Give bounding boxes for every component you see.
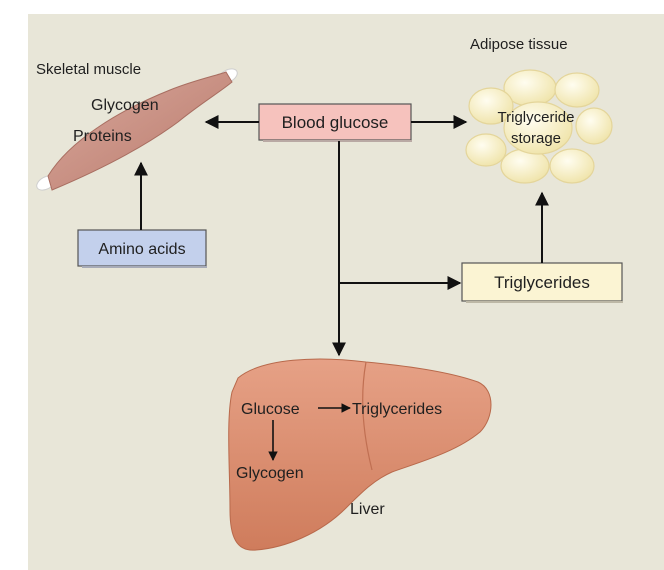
triglycerides-box-label: Triglycerides bbox=[494, 273, 590, 292]
liver-glucose-label: Glucose bbox=[241, 401, 300, 418]
adipose-tissue-illustration bbox=[465, 69, 613, 184]
blood-glucose-box bbox=[258, 103, 412, 141]
flow-arrows bbox=[134, 115, 549, 357]
muscle-glycogen-label: Glycogen bbox=[91, 97, 159, 114]
skeletal-muscle-label: Skeletal muscle bbox=[36, 61, 141, 78]
adipose-tissue-label: Adipose tissue bbox=[470, 36, 568, 53]
blood-glucose-label: Blood glucose bbox=[282, 113, 389, 132]
liver-glycogen-label: Glycogen bbox=[236, 465, 304, 482]
amino-acids-label: Amino acids bbox=[98, 241, 185, 258]
skeletal-muscle-illustration bbox=[36, 68, 238, 191]
liver-illustration bbox=[228, 358, 492, 551]
muscle-proteins-label: Proteins bbox=[73, 128, 132, 145]
liver-internal-arrows bbox=[268, 403, 351, 461]
triglyceride-storage-label-line2: storage bbox=[511, 130, 561, 147]
liver-triglycerides-label: Triglycerides bbox=[352, 401, 442, 418]
triglyceride-storage-label-line1: Triglyceride bbox=[498, 109, 575, 126]
liver-label: Liver bbox=[350, 501, 385, 518]
triglycerides-box bbox=[461, 262, 623, 302]
